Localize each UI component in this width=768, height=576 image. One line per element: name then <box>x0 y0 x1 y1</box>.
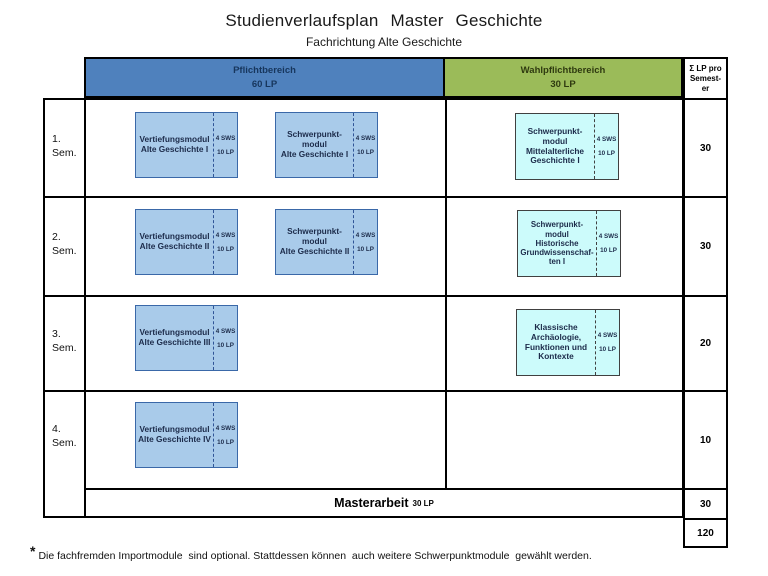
module-sws: 4 SWS <box>598 233 619 240</box>
module-name: Schwerpunkt- modul Historische Grundwiss… <box>520 220 594 267</box>
module-vertiefung-alte-geschichte-2: Vertiefungsmodul Alte Geschichte II 4 SW… <box>135 209 238 275</box>
module-sws: 4 SWS <box>355 134 376 142</box>
module-sws: 4 SWS <box>215 424 236 432</box>
sum-lp-sem1: 30 <box>685 98 726 196</box>
module-sws: 4 SWS <box>597 332 618 339</box>
module-sws: 4 SWS <box>215 327 236 335</box>
footnote-asterisk: * <box>30 543 36 559</box>
masterarbeit-label: Masterarbeit <box>334 496 409 510</box>
wahl-lp: 30 LP <box>550 79 576 90</box>
wahl-label: Wahlpflichtbereich <box>520 65 606 76</box>
module-name: Vertiefungsmodul Alte Geschichte II <box>139 231 210 251</box>
module-name: Schwerpunkt- modul Alte Geschichte I <box>280 129 349 159</box>
divider-row1-row2 <box>45 196 682 198</box>
module-name: Vertiefungsmodul Alte Geschichte III <box>138 327 211 347</box>
sum-lp-sem4: 10 <box>685 390 726 488</box>
module-klassische-archaeologie: Klassische Archäologie, Funktionen und K… <box>516 309 620 376</box>
module-lp: 10 LP <box>357 245 374 253</box>
module-name: Vertiefungsmodul Alte Geschichte IV <box>138 424 211 444</box>
module-credits: 4 SWS 10 LP <box>353 113 377 177</box>
module-lp: 10 LP <box>217 341 234 349</box>
total-lp: 120 <box>685 518 726 546</box>
module-credits: 4 SWS 10 LP <box>596 211 620 276</box>
module-schwerpunkt-alte-geschichte-1: Schwerpunkt- modul Alte Geschichte I 4 S… <box>275 112 378 178</box>
module-lp: 10 LP <box>357 148 374 156</box>
module-name: Schwerpunkt- modul Mittelalterliche Gesc… <box>525 125 585 166</box>
module-credits: 4 SWS 10 LP <box>213 403 237 467</box>
pflicht-lp: 60 LP <box>251 79 278 90</box>
module-lp: 10 LP <box>598 150 615 157</box>
semester-label-4: 4. Sem. <box>52 423 77 449</box>
module-credits: 4 SWS 10 LP <box>213 113 237 177</box>
header-pflichtbereich: Pflichtbereich 60 LP <box>84 57 445 98</box>
semester-label-2: 2. Sem. <box>52 231 77 257</box>
module-lp: 10 LP <box>217 438 234 446</box>
masterarbeit-lp: 30 LP <box>412 498 434 508</box>
module-vertiefung-alte-geschichte-4: Vertiefungsmodul Alte Geschichte IV 4 SW… <box>135 402 238 468</box>
page-title: Studienverlaufsplan Master Geschichte <box>225 11 543 30</box>
module-sws: 4 SWS <box>596 136 617 143</box>
module-vertiefung-alte-geschichte-3: Vertiefungsmodul Alte Geschichte III 4 S… <box>135 305 238 371</box>
divider-masterarbeit <box>84 488 682 490</box>
divider-row2-row3 <box>45 295 682 297</box>
module-lp: 10 LP <box>217 245 234 253</box>
module-name: Vertiefungsmodul Alte Geschichte I <box>139 134 210 154</box>
module-credits: 4 SWS 10 LP <box>213 210 237 274</box>
page-subtitle: Fachrichtung Alte Geschichte <box>305 35 463 49</box>
masterarbeit-row: Masterarbeit 30 LP <box>86 490 682 516</box>
module-vertiefung-alte-geschichte-1: Vertiefungsmodul Alte Geschichte I 4 SWS… <box>135 112 238 178</box>
module-lp: 10 LP <box>217 148 234 156</box>
pflicht-label: Pflichtbereich <box>233 65 296 76</box>
module-schwerpunkt-alte-geschichte-2: Schwerpunkt- modul Alte Geschichte II 4 … <box>275 209 378 275</box>
plan-table: 1. Sem. 2. Sem. 3. Sem. 4. Sem. Vertiefu… <box>43 98 684 518</box>
sum-lp-sem2: 30 <box>685 196 726 295</box>
module-credits: 4 SWS 10 LP <box>213 306 237 370</box>
module-lp: 10 LP <box>600 247 617 254</box>
semester-label-3: 3. Sem. <box>52 328 77 354</box>
module-lp: 10 LP <box>599 346 616 353</box>
module-sws: 4 SWS <box>215 134 236 142</box>
module-credits: 4 SWS 10 LP <box>595 310 619 375</box>
module-credits: 4 SWS 10 LP <box>353 210 377 274</box>
module-sws: 4 SWS <box>215 231 236 239</box>
module-schwerpunkt-historische-grundwissenschaften-1: Schwerpunkt- modul Historische Grundwiss… <box>517 210 621 277</box>
divider-pflicht-wahl <box>445 100 447 488</box>
module-credits: 4 SWS 10 LP <box>594 114 618 179</box>
module-schwerpunkt-mittelalterliche-geschichte-1: Schwerpunkt- modul Mittelalterliche Gesc… <box>515 113 619 180</box>
sum-lp-column: Σ LP pro Semest- er 30 30 20 10 30 120 <box>683 57 728 548</box>
footnote: *Die fachfremden Importmodule sind optio… <box>30 543 754 562</box>
sum-lp-sem3: 20 <box>685 295 726 390</box>
module-name: Klassische Archäologie, Funktionen und K… <box>524 321 588 362</box>
divider-row3-row4 <box>45 390 682 392</box>
semester-label-1: 1. Sem. <box>52 133 77 159</box>
header-wahlpflichtbereich: Wahlpflichtbereich 30 LP <box>443 57 683 98</box>
divider-sem-column <box>84 100 86 516</box>
sum-lp-masterarbeit: 30 <box>685 488 726 518</box>
module-name: Schwerpunkt- modul Alte Geschichte II <box>279 226 350 256</box>
sum-column-header: Σ LP pro Semest- er <box>689 63 722 93</box>
footnote-text: Die fachfremden Importmodule sind option… <box>38 550 592 562</box>
module-sws: 4 SWS <box>355 231 376 239</box>
